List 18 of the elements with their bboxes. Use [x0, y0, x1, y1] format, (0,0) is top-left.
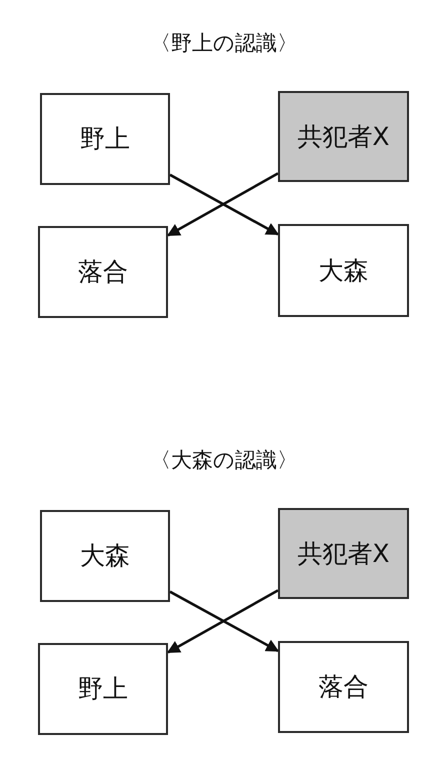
name-box — [38, 226, 168, 318]
name-label: 落合 — [78, 257, 128, 287]
name-box — [278, 224, 409, 317]
name-box — [278, 641, 409, 733]
name-label: 大森 — [80, 541, 130, 571]
name-box — [40, 93, 170, 185]
name-label: 落合 — [318, 672, 368, 702]
section-title: 〈野上の認識〉 — [150, 31, 298, 56]
name-label: 野上 — [78, 674, 128, 704]
name-label: 大森 — [318, 256, 368, 286]
name-label: 野上 — [80, 124, 130, 154]
section-title: 〈大森の認識〉 — [150, 448, 298, 474]
name-box — [40, 510, 170, 602]
name-label: 共犯者X — [297, 122, 390, 152]
name-box — [38, 643, 168, 735]
name-box — [278, 508, 409, 599]
name-label: 共犯者X — [297, 538, 390, 568]
name-box — [278, 91, 409, 182]
